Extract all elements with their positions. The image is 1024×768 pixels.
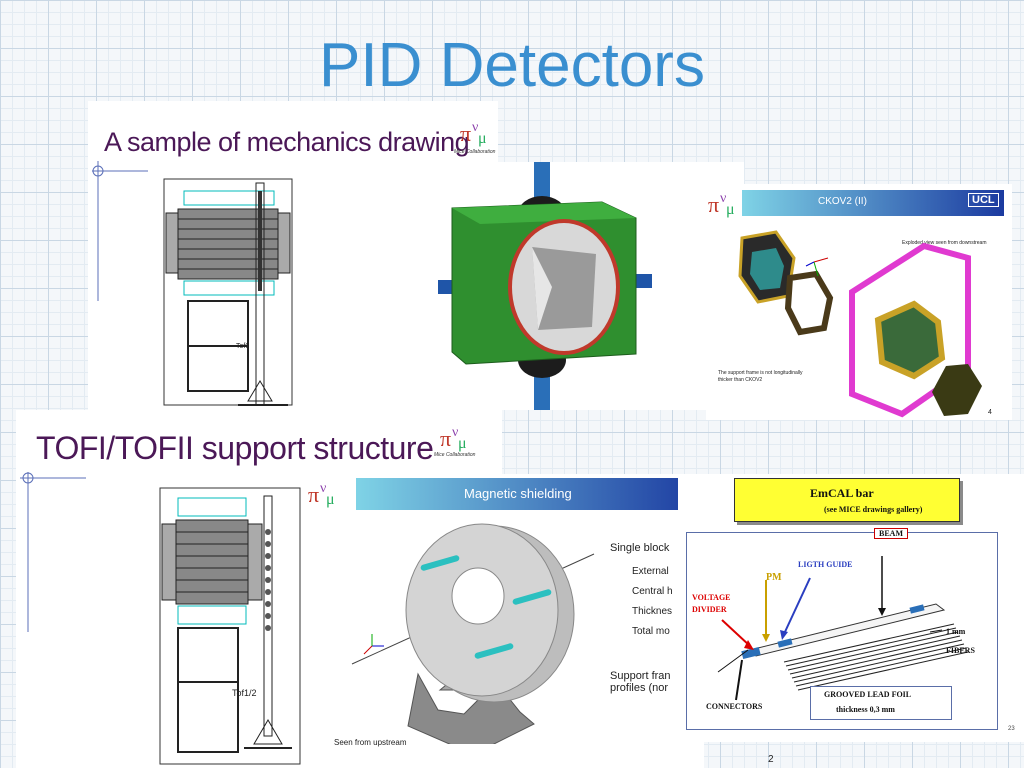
mice-logo: π ν μ (458, 115, 498, 149)
cherenkov-box-render (438, 162, 652, 410)
emcal-diagram-frame (686, 532, 998, 730)
emcal-page-number: 23 (1008, 726, 1015, 732)
svg-text:ν: ν (472, 120, 478, 135)
emcal-diagram (717, 556, 969, 701)
ckov2-exploded-view (738, 230, 982, 418)
shielding-support-2: profiles (nor (610, 682, 669, 694)
svg-text:π: π (308, 482, 319, 507)
shielding-render (351, 523, 595, 744)
shielding-page-number: 2 (768, 754, 774, 765)
cherenkov-render-panel (352, 162, 744, 410)
mice-logo: π ν μ (706, 186, 746, 220)
shielding-item: Single block (610, 542, 670, 554)
shielding-support-1: Support fran (610, 670, 671, 682)
connectors-label: CONNECTORS (706, 702, 763, 711)
foil-box (810, 686, 952, 720)
emcal-title: EmCAL bar (810, 486, 874, 500)
svg-text:μ: μ (478, 130, 487, 147)
voltage-label-2: DIVIDER (692, 605, 727, 614)
mice-logo-caption: Mice Collaboration (454, 149, 496, 155)
one-mm-label: 1 mm (946, 627, 966, 636)
svg-text:π: π (460, 121, 471, 146)
svg-text:μ: μ (326, 491, 335, 508)
shielding-item: Central h (632, 586, 673, 597)
pm-label: PM (766, 572, 782, 583)
svg-text:μ: μ (726, 201, 735, 218)
mechanics-drawing (92, 161, 293, 406)
mechanics-heading: A sample of mechanics drawing (104, 127, 470, 157)
mice-logo-caption: Mice Collaboration (434, 452, 476, 458)
ucl-badge: UCL (968, 193, 999, 207)
svg-text:ν: ν (452, 425, 458, 440)
magnetic-shielding-panel: π ν μ Magnetic shielding Single block Ex… (304, 474, 704, 768)
mice-logo: π ν μ (306, 476, 346, 510)
slide-title: PID Detectors (319, 31, 705, 100)
shielding-item: Thicknes (632, 606, 673, 617)
svg-text:π: π (440, 426, 451, 451)
tofi-drawing (20, 472, 301, 765)
svg-text:μ: μ (458, 435, 467, 452)
shielding-banner (356, 478, 704, 510)
beam-label: BEAM (874, 528, 908, 539)
emcal-subtitle: (see MICE drawings gallery) (824, 505, 923, 514)
mice-logo: π ν μ (438, 420, 478, 454)
ckov2-page-number: 4 (988, 409, 992, 416)
ckov2-note-bottom-1: The support frame is not longitudinally (718, 370, 803, 376)
ckov2-note-top: Exploded view seen from downstream (902, 240, 987, 246)
thickness-label: thickness 0,3 mm (836, 705, 895, 714)
svg-text:ν: ν (320, 481, 326, 496)
shielding-caption: Seen from upstream (334, 738, 407, 747)
tof12-label: Tof1/2 (232, 688, 257, 698)
fibers-label: FIBERS (946, 646, 975, 655)
voltage-label-1: VOLTAGE (692, 593, 731, 602)
tof0-label: Tof0 (236, 343, 250, 350)
shielding-title: Magnetic shielding (464, 486, 572, 501)
light-guide-label: LIGTH GUIDE (798, 560, 853, 569)
shielding-item: Total mo (632, 626, 670, 637)
foil-label: GROOVED LEAD FOIL (824, 690, 912, 699)
ckov2-note-bottom-2: thicker than CKOV2 (718, 377, 763, 383)
ckov2-banner (742, 190, 1004, 216)
emcal-panel: EmCAL bar (see MICE drawings gallery) BE… (678, 474, 1024, 742)
ckov2-panel: π ν μ CKOV2 (II) UCL Exploded view seen … (706, 184, 1012, 420)
tofi-heading: TOFI/TOFII support structure (36, 430, 434, 466)
shielding-item: External (632, 566, 669, 577)
svg-text:ν: ν (720, 191, 726, 206)
svg-text:π: π (708, 192, 719, 217)
ckov2-title: CKOV2 (II) (818, 196, 867, 207)
emcal-banner (734, 478, 960, 522)
